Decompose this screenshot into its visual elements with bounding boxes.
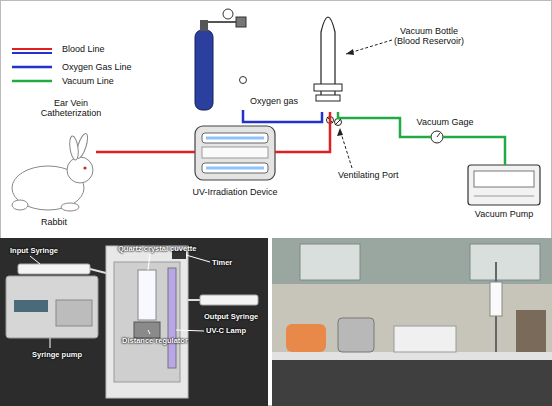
blood-line-sample — [12, 48, 52, 50]
leader-line — [30, 256, 40, 264]
leader-line — [148, 254, 150, 270]
vacuum-gauge-node: Vacuum Gage — [431, 131, 443, 143]
ventilating-valve — [335, 119, 342, 126]
legend-label: Blood Line — [62, 44, 105, 54]
bottle-holder — [314, 84, 342, 91]
callout-label: Ear Vein Catheterization — [38, 98, 104, 118]
node-label: Vacuum Pump — [475, 209, 533, 219]
gas-cylinder — [195, 30, 213, 110]
three-way-valve — [327, 117, 334, 124]
lab-bench-cabinet — [272, 360, 552, 406]
pump-detail — [474, 196, 534, 197]
uv-enclosure — [106, 246, 188, 398]
vacuum-line — [443, 137, 505, 165]
photo-label: Distance regulator — [122, 336, 188, 346]
gas-cylinder-node: Oxygen gas — [192, 8, 246, 110]
leader-line — [50, 338, 51, 348]
lab-equipment — [516, 310, 546, 352]
lab-window — [470, 244, 540, 280]
photo-label: UV-C Lamp — [206, 326, 246, 336]
uv-device-node: UV-Irradiation Device — [195, 125, 275, 181]
photo-label: Syringe pump — [32, 350, 82, 360]
leader-arrowhead — [337, 128, 343, 136]
lab-window — [300, 244, 360, 280]
uv-lamp — [206, 137, 264, 140]
uv-lamp — [206, 167, 264, 170]
photo-label: Quartz crystal cuvette — [118, 244, 196, 254]
bottle-stopper — [316, 95, 340, 101]
legend-label: Oxygen Gas Line — [62, 62, 132, 72]
regulator — [236, 17, 246, 27]
rabbit-eye — [83, 166, 86, 169]
distance-regulator — [134, 322, 160, 338]
node-label: Oxygen gas — [250, 96, 298, 106]
valve-handle — [327, 117, 333, 123]
node-label: UV-Irradiation Device — [192, 187, 277, 197]
enclosure-inner — [114, 262, 180, 382]
uv-device-photo — [394, 326, 456, 352]
rabbit-head — [67, 157, 93, 183]
callout-label: Ventilating Port — [338, 170, 399, 180]
oxygen-line-sample — [12, 66, 52, 69]
vacuum-gauge — [431, 131, 443, 143]
rabbit-ear — [68, 136, 79, 161]
node-label: Rabbit — [41, 217, 67, 227]
gauge-needle — [437, 133, 440, 137]
output-syringe — [200, 295, 258, 305]
uv-device — [195, 126, 275, 180]
pump-display — [14, 300, 48, 312]
vacuum-bottle-node: Vacuum Bottle (Blood Reservoir) — [314, 4, 342, 112]
leader-line — [186, 255, 210, 262]
photo-background — [0, 238, 268, 406]
flow-valve — [240, 77, 247, 84]
blood-line-sample — [12, 52, 52, 54]
cylinder-valve — [200, 20, 208, 31]
rabbit-leg — [61, 203, 79, 211]
vacuum-line-sample — [12, 80, 52, 83]
blood-line — [275, 112, 330, 152]
photo-label: Output Syringe — [204, 312, 258, 322]
uv-lamp-housing — [202, 133, 268, 143]
valve-handle — [335, 119, 341, 125]
regulator-pipe — [208, 21, 238, 23]
node-label: Vacuum Bottle (Blood Reservoir) — [390, 26, 468, 46]
quartz-tube — [202, 147, 268, 158]
reservoir-bottle — [490, 282, 502, 316]
node-label: Vacuum Gage — [417, 117, 474, 127]
photo-label: Timer — [212, 258, 232, 268]
leader-line — [340, 130, 352, 168]
regulator-gauge — [223, 9, 233, 19]
leader-line — [176, 330, 204, 331]
tubing — [188, 299, 200, 301]
quartz-cuvette — [138, 270, 156, 320]
glove — [286, 324, 326, 352]
vacuum-pump-node: Vacuum Pump — [468, 165, 540, 205]
pump-panel — [474, 171, 534, 187]
uv-lamp-housing — [202, 163, 268, 173]
syringe-pump — [6, 276, 98, 338]
leader-arrowhead — [346, 49, 354, 55]
leader-line — [346, 40, 392, 54]
photo-label: Input Syringe — [10, 246, 58, 256]
legend-label: Vacuum Line — [62, 76, 114, 86]
oxygen-gas-line — [243, 110, 322, 122]
metal-cylinder — [338, 318, 374, 352]
rabbit-leg — [12, 200, 28, 210]
uv-c-lamp — [168, 268, 176, 368]
vacuum-pump — [468, 165, 540, 205]
leader-line — [148, 330, 150, 334]
input-syringe — [18, 264, 90, 274]
blood-line — [96, 151, 195, 154]
pump-keypad — [56, 300, 92, 326]
rabbit-node: Rabbit — [12, 135, 96, 213]
photo-background — [272, 238, 552, 406]
lab-bench-top — [272, 352, 552, 360]
lab-wall-upper — [272, 238, 552, 284]
